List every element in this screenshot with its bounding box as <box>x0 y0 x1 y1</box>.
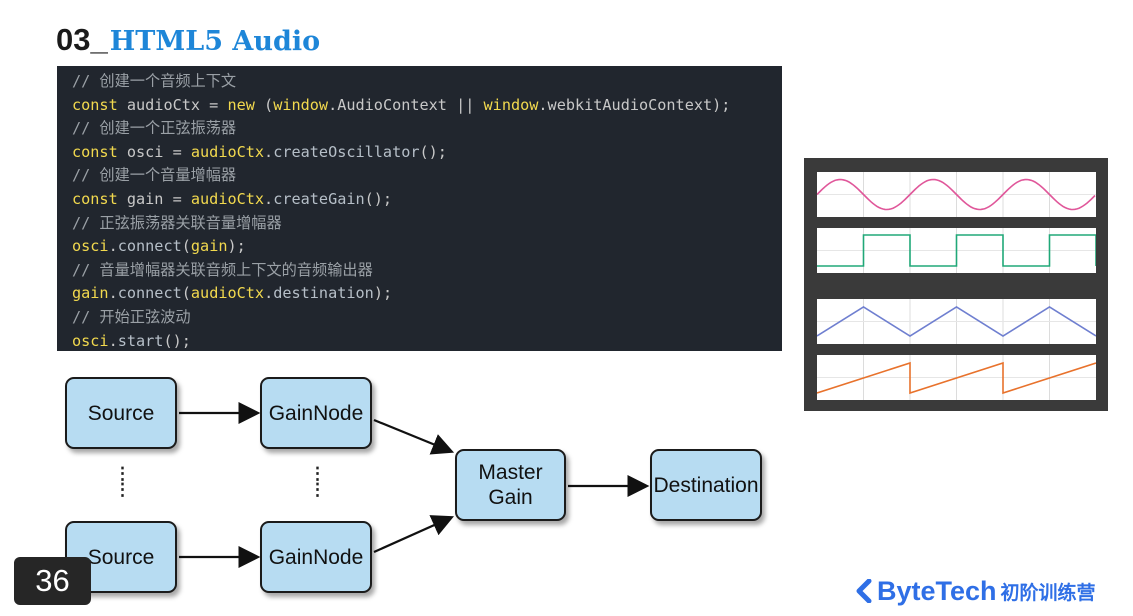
code-token: . <box>264 142 274 161</box>
ellipsis-dot: ⋮ <box>114 480 131 499</box>
brand-footer: ByteTech 初阶训练营 <box>855 574 1096 608</box>
code-line: const osci = audioCtx.createOscillator()… <box>72 141 782 165</box>
triangle-wave-panel <box>816 299 1097 344</box>
bytetech-logo-icon <box>856 579 872 603</box>
code-token: (); <box>163 331 191 350</box>
code-comment-line: // 创建一个音量增幅器 <box>72 164 782 188</box>
code-token: new <box>227 95 265 114</box>
code-comment: // 创建一个正弦振荡器 <box>72 119 237 138</box>
code-token: createGain <box>273 189 365 208</box>
square-wave-line <box>817 234 1097 267</box>
code-line: osci.connect(gain); <box>72 235 782 259</box>
code-token: ); <box>373 284 393 303</box>
code-token: window <box>483 95 539 114</box>
code-token: (); <box>364 189 393 208</box>
code-token: createOscillator <box>273 142 420 161</box>
code-token: connect <box>117 237 182 256</box>
code-comment-line: // 创建一个正弦振荡器 <box>72 117 782 141</box>
code-token: destination <box>273 284 374 303</box>
code-token: (); <box>419 142 447 161</box>
code-comment-line: // 音量增幅器关联音频上下文的音频输出器 <box>72 259 782 283</box>
ellipsis-sources: ⋮ ⋮ <box>114 464 131 499</box>
code-token: gain <box>72 284 109 303</box>
triangle-wave-graph <box>816 299 1097 344</box>
code-line: gain.connect(audioCtx.destination); <box>72 282 782 306</box>
master-gain-label-line2: Gain <box>488 486 533 509</box>
code-token: . <box>108 237 118 256</box>
code-line: osci.start(); <box>72 330 782 354</box>
code-comment: // 创建一个音量增幅器 <box>72 166 237 185</box>
brand-tagline: 初阶训练营 <box>1000 581 1096 604</box>
code-token: osci = <box>126 142 191 161</box>
destination-node: Destination <box>650 449 762 521</box>
code-token: gain = <box>126 189 191 208</box>
sine-wave-panel <box>816 172 1096 217</box>
slide-title: 03_HTML5 Audio <box>56 22 320 62</box>
code-token: start <box>117 331 164 350</box>
ellipsis-dot: ⋮ <box>309 464 326 483</box>
code-token: audioCtx <box>190 142 265 161</box>
code-token: const <box>72 95 127 114</box>
source-node-1: Source <box>65 377 177 449</box>
ellipsis-dot: ⋮ <box>309 480 326 499</box>
code-comment: // 开始正弦波动 <box>72 307 191 326</box>
waveform-panel <box>804 158 1108 411</box>
code-token: audioCtx <box>190 189 265 208</box>
code-token: gain <box>190 237 228 256</box>
code-token: osci <box>72 237 109 256</box>
code-comment-line: // 创建一个音频上下文 <box>72 70 782 94</box>
ellipsis-dot: ⋮ <box>114 464 131 483</box>
gain-node-1: GainNode <box>260 377 372 449</box>
gain-node-2: GainNode <box>260 521 372 593</box>
diagram-arrows <box>179 402 650 568</box>
code-token: . <box>108 331 118 350</box>
code-token: osci <box>72 331 109 350</box>
page-number-badge: 36 <box>14 557 91 605</box>
code-comment: // 正弦振荡器关联音量增幅器 <box>72 213 282 232</box>
code-token: . <box>264 189 274 208</box>
code-token: const <box>72 142 127 161</box>
sawtooth-wave-line <box>816 361 1097 395</box>
square-wave-panel <box>817 228 1097 273</box>
slide-section-number: 03_ <box>56 22 108 57</box>
sine-wave-graph <box>816 172 1096 217</box>
audio-graph-diagram: Source GainNode Source GainNode Master G… <box>0 360 800 616</box>
code-comment-line: // 开始正弦波动 <box>72 306 782 330</box>
code-token: connect <box>117 284 182 303</box>
code-token: ); <box>227 237 246 256</box>
code-token: .AudioContext || <box>328 95 484 114</box>
ellipsis-gains: ⋮ ⋮ <box>309 464 326 499</box>
code-comment-line: // 正弦振荡器关联音量增幅器 <box>72 212 782 236</box>
sawtooth-wave-panel <box>816 355 1097 400</box>
code-token: ( <box>181 237 191 256</box>
arrow-gain1-to-master <box>373 418 455 455</box>
slide-title-text: HTML5 Audio <box>109 26 321 57</box>
code-line: const audioCtx = new (window.AudioContex… <box>72 94 782 118</box>
brand-name: ByteTech <box>877 575 997 606</box>
code-token: audioCtx = <box>126 95 228 114</box>
sine-wave-line <box>816 178 1096 211</box>
code-token: ( <box>181 284 191 303</box>
code-token: const <box>72 189 127 208</box>
arrow-gain2-to-master <box>373 515 455 554</box>
sawtooth-wave-graph <box>816 355 1097 400</box>
square-wave-graph <box>817 228 1097 273</box>
triangle-wave-line <box>816 306 1097 337</box>
code-token: .webkitAudioContext); <box>538 95 731 114</box>
code-comment: // 音量增幅器关联音频上下文的音频输出器 <box>72 260 373 279</box>
code-token: audioCtx <box>190 284 265 303</box>
code-token: window <box>273 95 329 114</box>
master-gain-label-line1: Master <box>478 461 543 484</box>
code-token: . <box>264 284 274 303</box>
code-line: const gain = audioCtx.createGain(); <box>72 188 782 212</box>
master-gain-node: Master Gain <box>455 449 566 521</box>
code-comment: // 创建一个音频上下文 <box>72 72 237 90</box>
code-token: ( <box>264 95 274 114</box>
code-token: . <box>108 284 118 303</box>
